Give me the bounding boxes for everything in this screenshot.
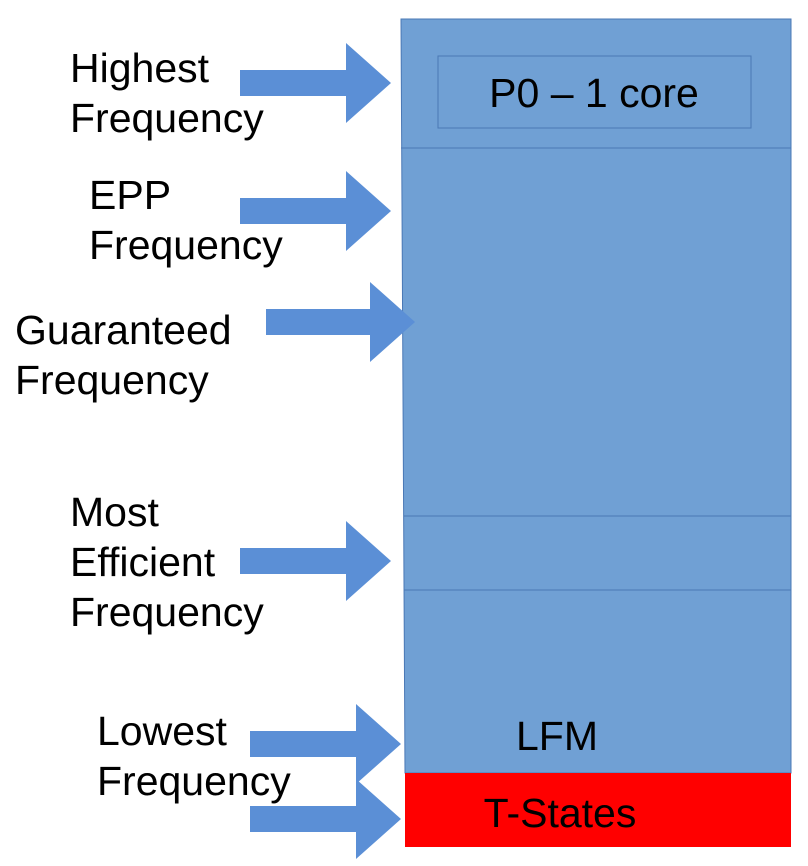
- arrow-highest: [240, 43, 391, 123]
- frequency-bar: [400, 18, 792, 774]
- arrow-lowest: [250, 704, 401, 784]
- p0-label: P0 – 1 core: [489, 70, 699, 116]
- label-lowest-line-1: Lowest: [97, 708, 227, 754]
- label-epp-frequency: EPP Frequency: [89, 170, 283, 270]
- tstates-label: T-States: [484, 790, 637, 836]
- p0-box: [437, 55, 752, 129]
- label-lowest-line-2: Frequency: [97, 758, 291, 804]
- label-most-efficient-line-1: Most: [70, 489, 159, 535]
- label-epp-line-1: EPP: [89, 172, 172, 218]
- arrow-tstates: [250, 779, 401, 859]
- label-most-efficient-line-2: Efficient: [70, 539, 216, 585]
- label-guaranteed-line-2: Frequency: [15, 357, 209, 403]
- label-highest-frequency: Highest Frequency: [70, 43, 264, 143]
- tstates-box: [405, 773, 791, 847]
- label-guaranteed-frequency: Guaranteed Frequency: [15, 305, 232, 405]
- label-lowest-frequency: Lowest Frequency: [97, 706, 291, 806]
- label-highest-line-1: Highest: [70, 45, 210, 91]
- label-guaranteed-line-1: Guaranteed: [15, 307, 232, 353]
- arrow-most-efficient: [240, 521, 391, 601]
- arrow-guaranteed: [266, 282, 415, 362]
- lfm-label: LFM: [516, 713, 598, 759]
- label-most-efficient-line-3: Frequency: [70, 589, 264, 635]
- arrow-epp: [240, 171, 391, 251]
- label-epp-line-2: Frequency: [89, 222, 283, 268]
- label-highest-line-2: Frequency: [70, 95, 264, 141]
- label-most-efficient-frequency: Most Efficient Frequency: [70, 487, 264, 637]
